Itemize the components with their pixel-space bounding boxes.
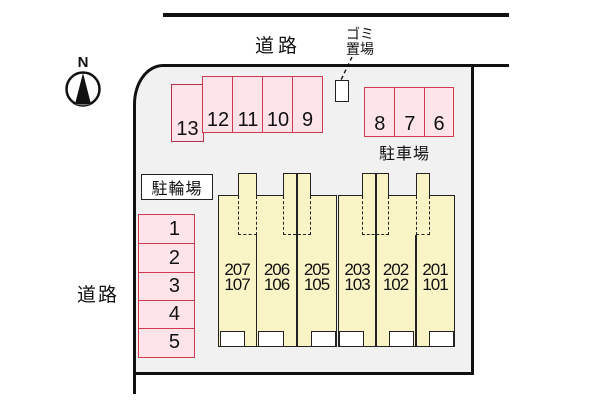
unit-label-207-107: 207 107 bbox=[224, 260, 250, 294]
left-road-label: 道路 bbox=[77, 285, 120, 306]
stairwell-dashed-1 bbox=[238, 196, 257, 235]
entrance-206 bbox=[258, 331, 284, 347]
top-road-outer-line bbox=[163, 13, 509, 17]
top-road-label: 道路 bbox=[255, 36, 302, 57]
parking-stall-8: 8 bbox=[364, 87, 396, 137]
bicycle-space-4: 4 bbox=[138, 300, 195, 329]
unit-label-201-101: 201 101 bbox=[422, 260, 448, 294]
left-road-line-lower-stub bbox=[133, 373, 136, 394]
stairwell-dashed-4 bbox=[416, 196, 430, 235]
entrance-205 bbox=[311, 331, 336, 347]
unit-divider-207-206 bbox=[255, 235, 257, 347]
entrance-203 bbox=[339, 331, 364, 347]
top-boundary-extension-line bbox=[471, 64, 509, 67]
bicycle-parking-label-box: 駐輪場 bbox=[141, 174, 213, 200]
bicycle-space-5: 5 bbox=[138, 328, 195, 358]
parking-area-label: 駐車場 bbox=[379, 146, 431, 163]
compass-north-label: N bbox=[77, 54, 89, 71]
building-block-west bbox=[218, 195, 337, 347]
bicycle-space-1: 1 bbox=[138, 214, 195, 244]
entrance-202 bbox=[389, 331, 414, 347]
stair-tab-4 bbox=[416, 173, 430, 197]
unit-divider-206-205 bbox=[296, 174, 298, 347]
bicycle-space-2: 2 bbox=[138, 243, 195, 273]
parking-stall-12: 12 bbox=[202, 76, 234, 133]
unit-divider-203-202 bbox=[375, 174, 377, 347]
building-block-east bbox=[338, 195, 455, 347]
parking-stall-11: 11 bbox=[232, 76, 264, 133]
garbage-leader-line bbox=[340, 56, 353, 81]
unit-divider-202-201 bbox=[415, 235, 417, 347]
compass-icon bbox=[65, 71, 101, 107]
stair-tab-1 bbox=[238, 173, 257, 197]
unit-label-203-103: 203 103 bbox=[344, 260, 370, 294]
bicycle-space-3: 3 bbox=[138, 272, 195, 301]
parking-stall-9: 9 bbox=[292, 76, 323, 133]
unit-label-205-105: 205 105 bbox=[303, 260, 330, 294]
parking-stall-6: 6 bbox=[424, 87, 454, 137]
entrance-207 bbox=[220, 331, 245, 347]
garbage-box bbox=[335, 80, 349, 102]
garbage-area-label: ゴミ 置場 bbox=[346, 26, 374, 57]
parking-stall-13: 13 bbox=[171, 84, 204, 142]
parking-stall-10: 10 bbox=[262, 76, 294, 133]
unit-label-202-102: 202 102 bbox=[382, 260, 409, 294]
entrance-201 bbox=[429, 331, 454, 347]
parking-stall-7: 7 bbox=[394, 87, 426, 137]
unit-label-206-106: 206 106 bbox=[263, 260, 290, 294]
